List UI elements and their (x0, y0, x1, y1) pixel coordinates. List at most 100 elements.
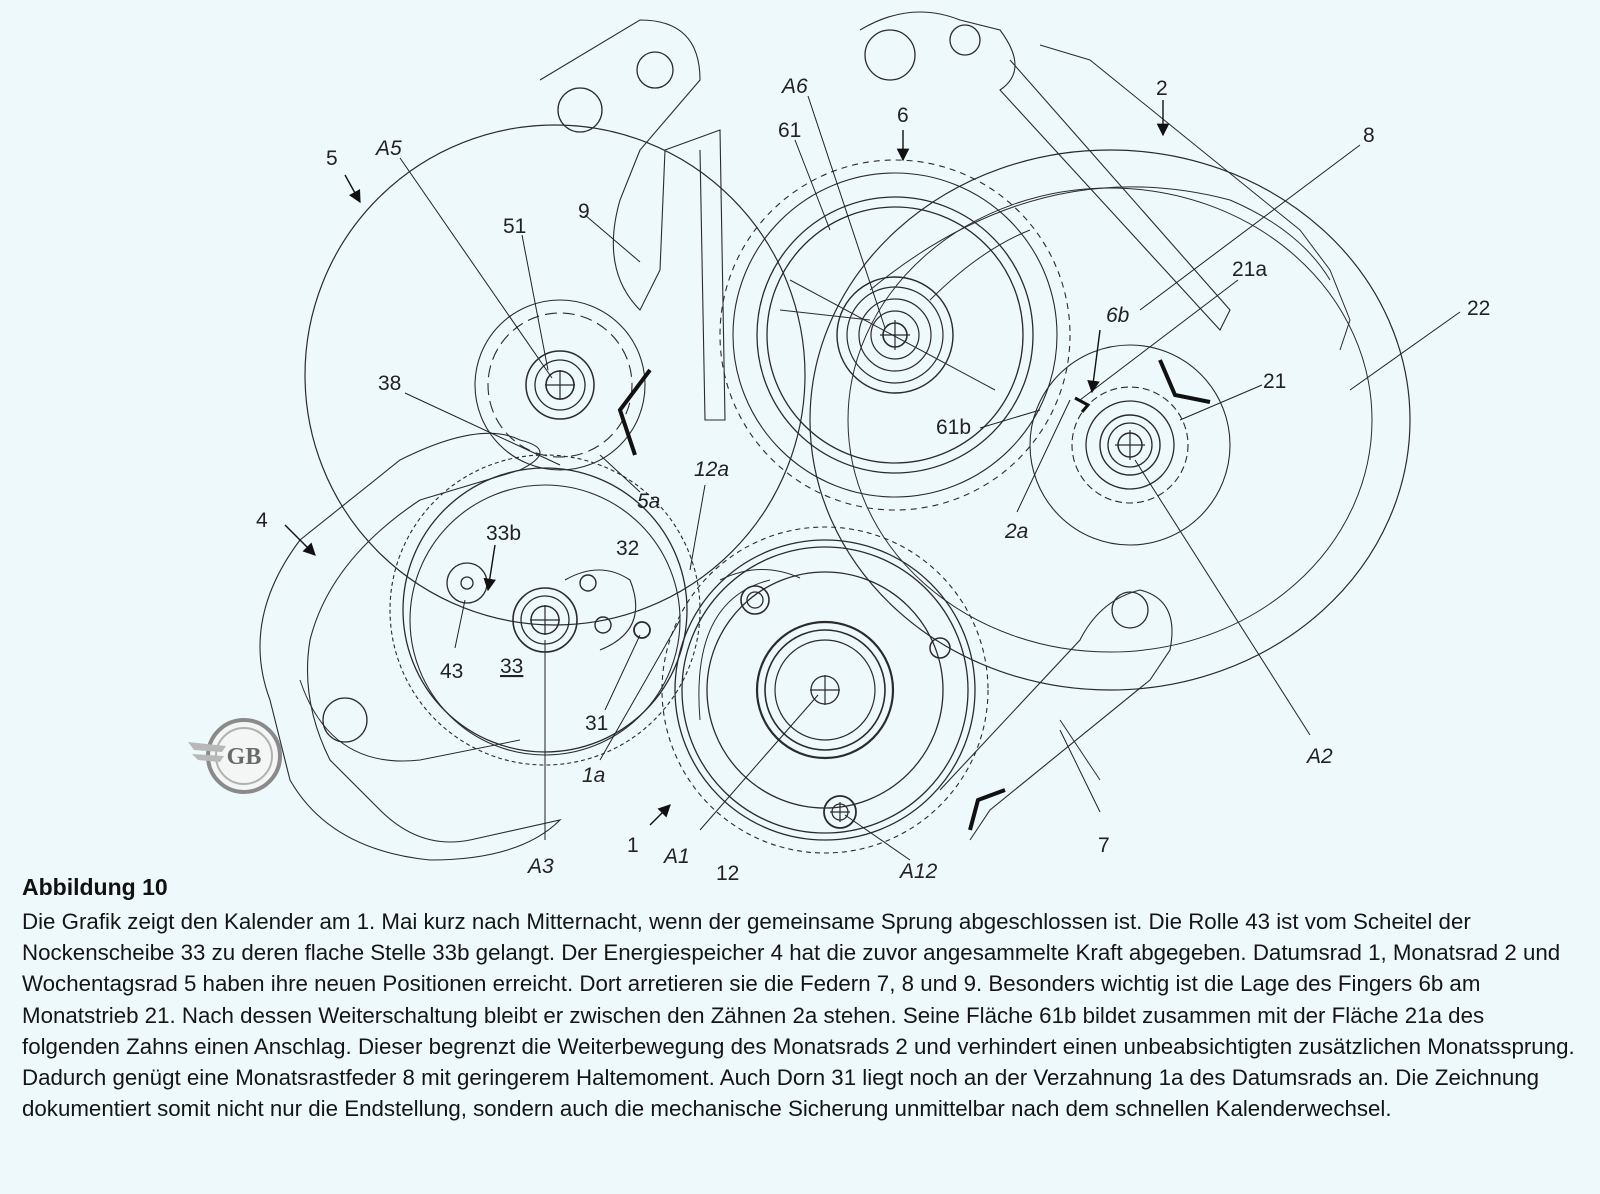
leader-43 (454, 599, 466, 649)
label-6b: 6b (1106, 304, 1130, 327)
date-wheel-1-pin-3 (929, 637, 951, 659)
label-A12: A12 (898, 860, 938, 880)
gear-6-teeth (732, 172, 1058, 498)
label-21a: 21a (1232, 258, 1267, 281)
crosshair-12 (830, 802, 850, 822)
arrow-33b (483, 544, 496, 592)
date-wheel-1-pin-2 (746, 591, 764, 609)
crosshair-21 (1115, 430, 1145, 460)
label-6: 6 (897, 104, 909, 127)
cam-32 (564, 569, 637, 651)
month-wheel-22-inner (847, 187, 1373, 653)
date-wheel-1-hub-2 (764, 629, 886, 751)
label-A1: A1 (662, 845, 690, 868)
month-pinion-21-hub (1099, 414, 1161, 476)
month-wheel-rim-2a (869, 186, 1331, 291)
label-9: 9 (578, 200, 590, 223)
leader-12a (689, 484, 706, 571)
label-A6: A6 (780, 75, 808, 98)
label-7: 7 (1098, 834, 1110, 857)
gear-6-hub-3 (858, 298, 932, 372)
label-33: 33 (500, 655, 523, 678)
label-12: 12 (716, 862, 739, 880)
weekday-star-51-teeth (487, 312, 633, 458)
gear-6-outer (719, 159, 1071, 511)
label-61b: 61b (936, 416, 971, 439)
cam-33-hole-2 (594, 616, 612, 634)
leader-21 (1179, 384, 1263, 421)
cam-33-hole-31 (633, 621, 651, 639)
label-1a: 1a (582, 764, 605, 787)
label-21: 21 (1263, 370, 1286, 393)
month-pinion-21-hub-2 (1107, 422, 1153, 468)
gear-6-hub (836, 276, 954, 394)
date-wheel-1-pin (740, 585, 770, 615)
leader-8 (1139, 144, 1361, 311)
crosshair-33 (530, 605, 560, 635)
jumper-9-tip (617, 368, 652, 456)
spring-8 (859, 11, 1231, 331)
figure-caption-text: Die Grafik zeigt den Kalender am 1. Mai … (22, 909, 1575, 1122)
leader-7 (1059, 729, 1101, 813)
gear-6-hub-4 (870, 310, 920, 360)
label-32: 32 (616, 537, 639, 560)
label-22: 22 (1467, 297, 1490, 320)
energy-store-hole (322, 697, 368, 743)
gear-6-ring-2 (766, 206, 1024, 464)
spring-8-arm (1039, 44, 1351, 351)
leader-2a (1016, 399, 1071, 513)
label-A2: A2 (1305, 745, 1333, 768)
date-wheel-1-hub (755, 620, 895, 760)
month-pinion-21-ring (1085, 400, 1175, 490)
month-pinion-21-teeth (1071, 386, 1189, 504)
label-61: 61 (778, 119, 801, 142)
spring-7-arm (1059, 719, 1101, 781)
date-wheel-1-screw-12 (823, 795, 857, 829)
leader-31 (604, 634, 641, 711)
leader-61b (979, 409, 1041, 429)
label-A5: A5 (374, 137, 402, 160)
gb-logo: GB (188, 718, 282, 794)
label-4: 4 (256, 509, 268, 532)
label-51: 51 (503, 215, 526, 238)
leader-A12 (844, 814, 911, 861)
crosshair-6 (880, 320, 910, 350)
label-8: 8 (1363, 124, 1375, 147)
roller-43-pin (460, 576, 474, 590)
weekday-star-plate (474, 299, 646, 471)
crosshair-1 (810, 675, 840, 705)
spring-9 (539, 19, 726, 421)
date-wheel-1-teeth (661, 526, 989, 854)
leader-9 (584, 214, 641, 263)
lever-hole-upper-right (864, 29, 916, 81)
finger-6b (1074, 396, 1091, 413)
arrow-5 (344, 174, 361, 204)
jumper-7-tip (968, 788, 1006, 831)
gear-38-teeth (389, 454, 701, 766)
label-5: 5 (326, 147, 338, 170)
lever-hole-upper-right-2 (949, 24, 981, 56)
weekday-star-hub-2 (534, 359, 586, 411)
leader-61 (794, 139, 831, 231)
label-43: 43 (440, 660, 463, 683)
label-5a: 5a (637, 490, 660, 513)
weekday-wheel-5 (304, 124, 806, 626)
spring-7-hole (1111, 591, 1149, 629)
label-33b: 33b (486, 522, 521, 545)
label-12a: 12a (694, 458, 729, 481)
figure-title: Abbildung 10 (22, 874, 168, 900)
jumper-8-tip (1158, 359, 1211, 404)
leader-22 (1349, 311, 1461, 391)
label-2: 2 (1156, 77, 1168, 100)
weekday-star-hub (525, 350, 595, 420)
spring-7 (939, 589, 1173, 841)
energy-store-outline-lower (299, 679, 521, 762)
arrow-1 (649, 804, 671, 826)
date-wheel-1-ring (674, 539, 976, 841)
label-38: 38 (378, 372, 401, 395)
leader-1a (599, 619, 681, 761)
gear-6-spokes (779, 229, 1031, 391)
leader-51 (521, 234, 549, 371)
leader-21a (1079, 279, 1239, 401)
energy-store-4 (259, 432, 562, 861)
